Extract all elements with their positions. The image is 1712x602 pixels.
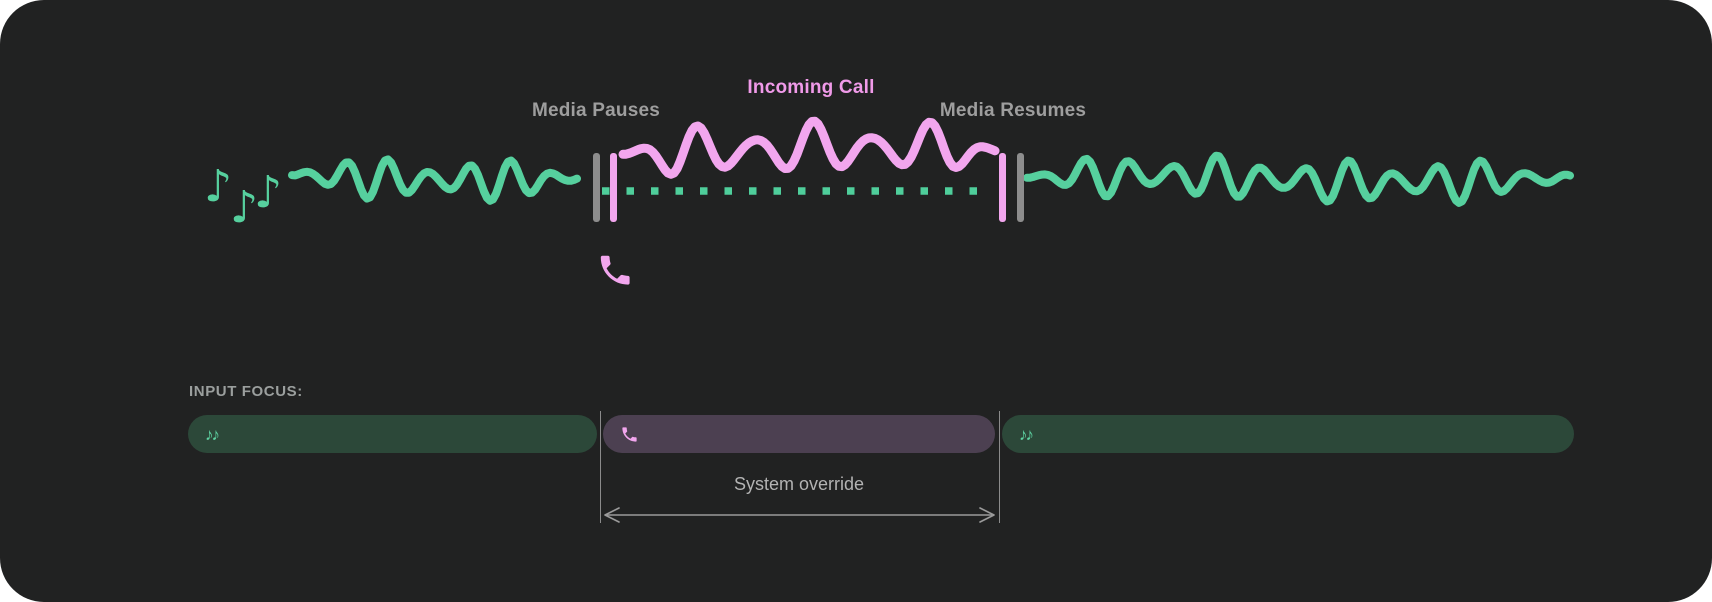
incoming-call-wave — [618, 116, 1000, 179]
media-wave-after — [1023, 151, 1574, 207]
media-resumes-label: Media Resumes — [939, 100, 1087, 121]
pause-bar-gray — [593, 153, 600, 222]
media-pause-markers — [593, 153, 1024, 222]
focus-segment-call — [603, 415, 995, 453]
input-focus-heading: INPUT FOCUS: — [189, 383, 303, 400]
system-override-arrow — [604, 507, 995, 523]
override-guide-line-left — [600, 411, 601, 523]
music-notes-icon: ♪ ♪ ♪ — [204, 161, 282, 233]
focus-segment-media-before: ♪♪ — [188, 415, 597, 453]
svg-text:♪: ♪ — [254, 167, 282, 218]
focus-segment-media-after: ♪♪ — [1002, 415, 1574, 453]
resume-bar-pink — [999, 153, 1006, 222]
override-guide-line-right — [999, 411, 1000, 523]
media-pauses-label: Media Pauses — [531, 100, 661, 121]
music-notes-icon: ♪♪ — [205, 424, 220, 444]
phone-icon — [622, 426, 637, 442]
system-override-label: System override — [733, 474, 865, 494]
svg-text:♪: ♪ — [230, 182, 258, 233]
phone-icon — [600, 255, 630, 285]
pause-bar-pink — [610, 153, 617, 222]
incoming-call-label: Incoming Call — [747, 77, 875, 98]
music-notes-icon: ♪♪ — [1019, 424, 1034, 444]
media-wave-before — [288, 155, 581, 205]
svg-text:♪: ♪ — [204, 161, 232, 212]
resume-bar-gray — [1017, 153, 1024, 222]
